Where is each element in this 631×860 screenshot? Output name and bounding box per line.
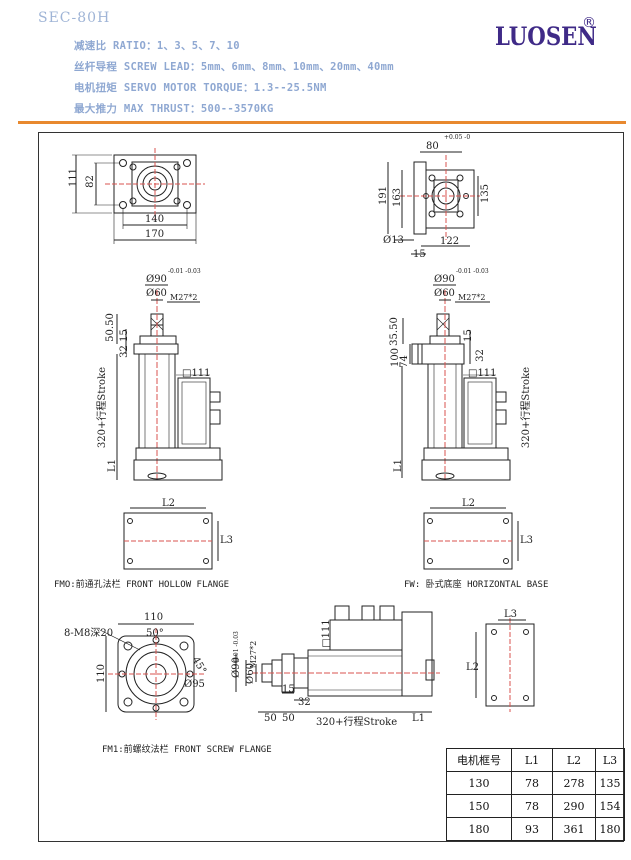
- dim-phi95: Ø95: [184, 679, 205, 690]
- model-name: SEC-80H: [38, 10, 111, 26]
- table-cell: 150: [446, 794, 512, 818]
- dim-122: 122: [440, 236, 460, 247]
- spec-thrust: 最大推力 MAX THRUST：500--3570KG: [74, 103, 274, 115]
- dim-110-top: 110: [144, 612, 164, 623]
- dim-3550: 35.50: [388, 317, 400, 346]
- dim-phi90-fw: Ø90: [434, 274, 455, 285]
- dim-45deg: 45°: [189, 655, 209, 676]
- fmo-actuator-drawing: [116, 284, 223, 482]
- dim-phi90-tol: -0.01 -0.03: [168, 268, 201, 275]
- dim-32-fm1: 32: [298, 697, 311, 708]
- dim-135: 135: [480, 183, 492, 204]
- table-row: 180 93 361 180: [446, 817, 625, 841]
- dim-163: 163: [392, 187, 404, 208]
- fw-actuator-drawing: [401, 284, 511, 482]
- dim-32-fmo: 32: [118, 345, 130, 358]
- base-plate-left: [123, 507, 219, 570]
- brand-logo: LUOSEN: [495, 22, 597, 51]
- dim-80-tol: +0.05 -0: [444, 134, 471, 141]
- spec-torque: 电机扭矩 SERVO MOTOR TORQUE：1.3--25.5NM: [74, 82, 327, 94]
- table-cell: 93: [511, 817, 553, 841]
- dim-140: 140: [145, 214, 165, 225]
- table-header-cell: L2: [552, 748, 596, 772]
- dim-stroke-fm1: 320+行程Stroke: [316, 717, 398, 728]
- fm1-actuator-side: [235, 605, 440, 713]
- base-plate-right: [423, 507, 519, 570]
- dim-phi60-fm1: Ø60: [244, 663, 256, 684]
- motor-frame-table: 电机框号 L1 L2 L3 130 78 278 135 150 78 290 …: [446, 748, 625, 841]
- dim-phi60: Ø60: [146, 288, 167, 299]
- dim-sq111-fm1: □111: [320, 619, 332, 648]
- dim-m8: 8-M8深20: [64, 628, 114, 639]
- dim-l1-fw: L1: [393, 458, 405, 473]
- dim-50deg: 50°: [146, 628, 164, 639]
- dim-phi90-tol-fm1: -0.01 -0.03: [232, 631, 240, 664]
- dim-15: 15: [413, 249, 426, 260]
- table-cell: 361: [552, 817, 596, 841]
- drawing-frame: [38, 132, 624, 842]
- dim-stroke-fw: 320+行程Stroke: [521, 366, 533, 449]
- table-header-row: 电机框号 L1 L2 L3: [446, 748, 625, 772]
- header: SEC-80H 减速比 RATIO：1、3、5、7、10 丝杆导程 SCREW …: [0, 0, 631, 120]
- table-row: 150 78 290 154: [446, 794, 625, 818]
- table-row: 130 78 278 135: [446, 771, 625, 795]
- table-cell: 154: [595, 794, 625, 818]
- spec-ratio: 减速比 RATIO：1、3、5、7、10: [74, 40, 240, 52]
- dim-50-bottom-b: 50: [282, 713, 295, 724]
- dim-5050: 50.50: [104, 313, 116, 342]
- dim-phi90: Ø90: [146, 274, 167, 285]
- table-cell: 278: [552, 771, 596, 795]
- table-cell: 135: [595, 771, 625, 795]
- table-cell: 180: [446, 817, 512, 841]
- dim-74: 74: [398, 355, 410, 368]
- dim-50-bottom-a: 50: [264, 713, 277, 724]
- dim-80: 80: [426, 141, 439, 152]
- dim-l1-fmo: L1: [107, 458, 119, 473]
- dim-170: 170: [145, 229, 165, 240]
- dim-l3-left: L3: [220, 535, 234, 546]
- dim-l2-right: L2: [462, 498, 476, 509]
- dim-sq111-fw: □111: [468, 368, 497, 379]
- dim-l1-fm1: L1: [412, 713, 426, 724]
- dim-l3-fm1: L3: [504, 609, 518, 620]
- dim-stroke-fmo: 320+行程Stroke: [97, 366, 109, 449]
- fm1-flange-front: [99, 623, 204, 720]
- caption-fm1: FM1:前螺纹法栏 FRONT SCREW FLANGE: [102, 745, 272, 755]
- dim-15-fmo: 15: [118, 329, 130, 342]
- dim-phi60-fw: Ø60: [434, 288, 455, 299]
- table-cell: 130: [446, 771, 512, 795]
- side-view-base: [387, 151, 480, 255]
- table-header-cell: L3: [595, 748, 625, 772]
- header-divider: [18, 121, 626, 124]
- dim-82: 82: [84, 175, 96, 188]
- caption-fmo: FMO:前通孔法栏 FRONT HOLLOW FLANGE: [54, 580, 230, 590]
- dim-15-fm1: 15: [282, 684, 295, 695]
- table-cell: 78: [511, 771, 553, 795]
- dim-32-fw: 32: [474, 349, 486, 362]
- front-view-flange: [72, 148, 205, 244]
- dim-m27-fw: M27*2: [458, 293, 486, 302]
- dim-15-fw: 15: [462, 329, 474, 342]
- dim-l2-fm1: L2: [466, 662, 480, 673]
- dim-l2-left: L2: [162, 498, 176, 509]
- table-header-cell: 电机框号: [446, 748, 512, 772]
- table-header-cell: L1: [511, 748, 553, 772]
- registered-mark: ®: [582, 15, 596, 31]
- caption-fw: FW: 卧式底座 HORIZONTAL BASE: [404, 580, 549, 590]
- dim-l3-right: L3: [520, 535, 534, 546]
- table-cell: 290: [552, 794, 596, 818]
- dim-13: Ø13: [383, 235, 404, 246]
- fm1-base-plate: [475, 618, 535, 712]
- dim-m27: M27*2: [170, 293, 198, 302]
- dim-191: 191: [378, 185, 390, 206]
- table-cell: 180: [595, 817, 625, 841]
- spec-screw-lead: 丝杆导程 SCREW LEAD：5mm、6mm、8mm、10mm、20mm、40…: [74, 61, 394, 73]
- dim-phi90-tol-fw: -0.01 -0.03: [456, 268, 489, 275]
- dim-111: 111: [68, 167, 80, 188]
- dim-110-left: 110: [96, 663, 108, 684]
- dim-sq111-fmo: □111: [182, 368, 211, 379]
- table-cell: 78: [511, 794, 553, 818]
